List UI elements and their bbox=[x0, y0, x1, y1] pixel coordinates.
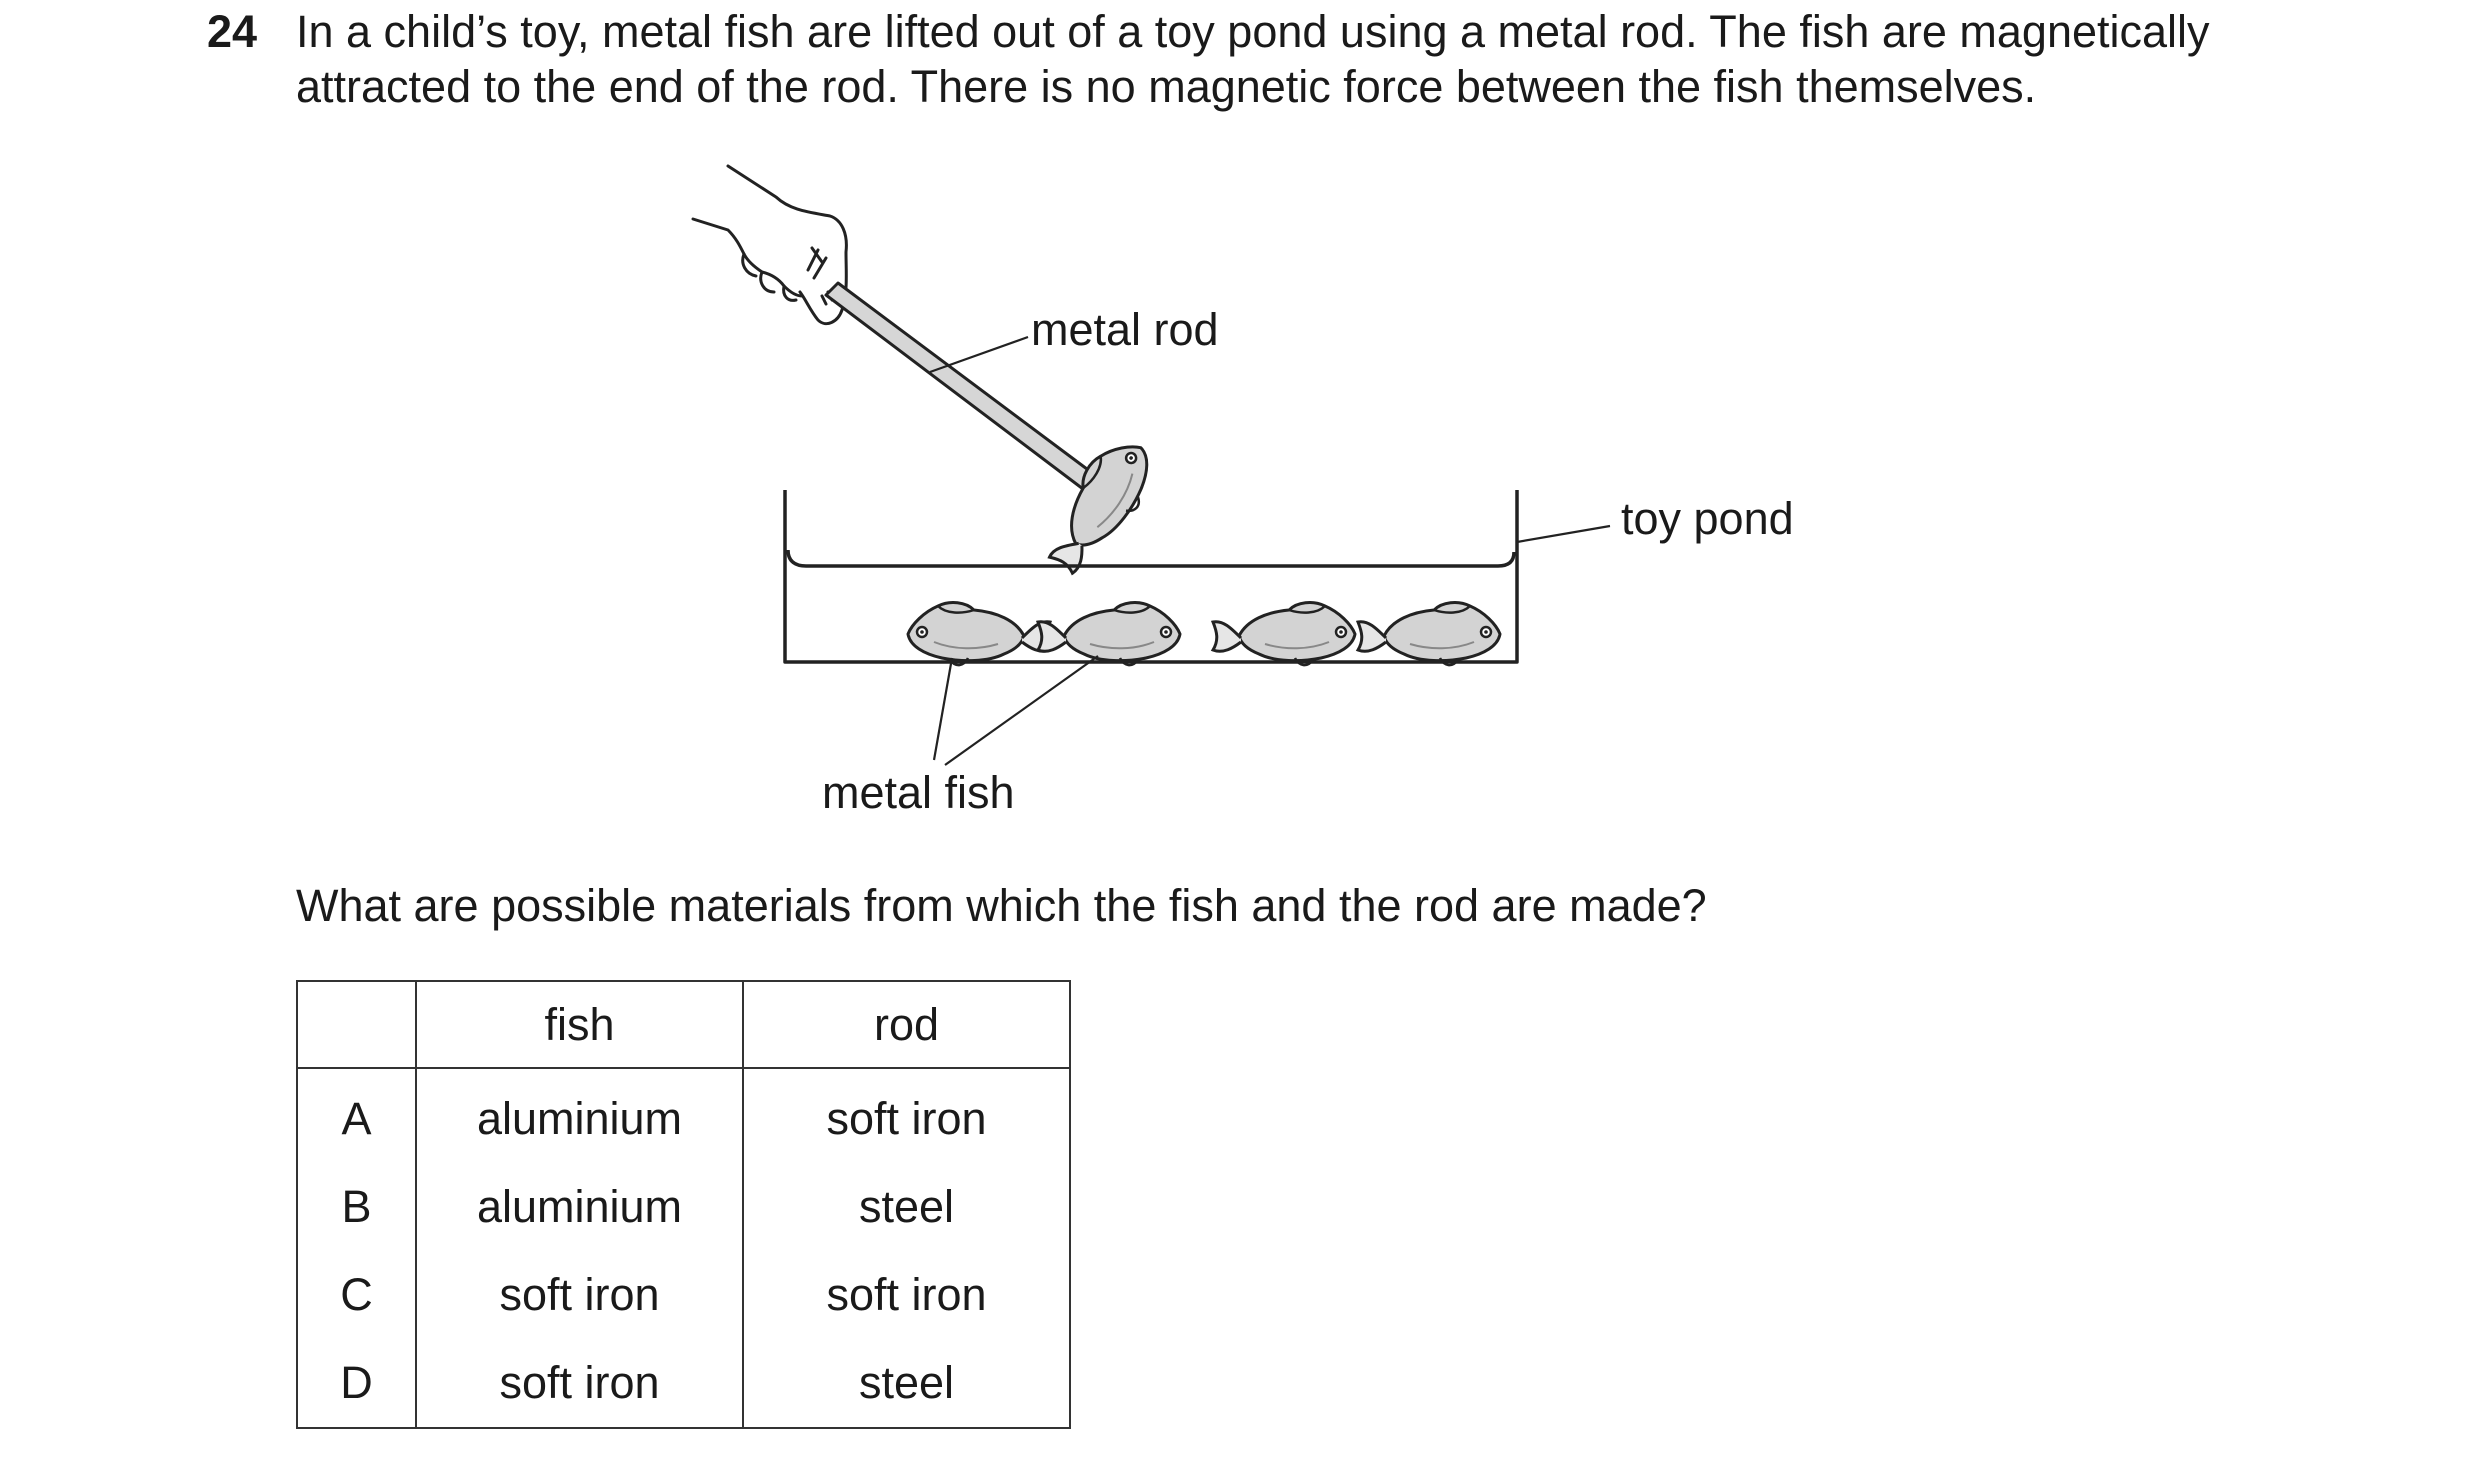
fish-material: soft iron bbox=[415, 1339, 744, 1429]
label-leader-lines bbox=[929, 335, 1611, 766]
fish-material: soft iron bbox=[415, 1251, 744, 1339]
question-stem-line-2: attracted to the end of the rod. There i… bbox=[296, 61, 2037, 112]
option-row-c[interactable]: C soft iron soft iron bbox=[296, 1251, 1071, 1339]
option-row-a[interactable]: A aluminium soft iron bbox=[296, 1068, 1071, 1163]
rod-material: soft iron bbox=[742, 1068, 1071, 1163]
fish-in-pond-4 bbox=[1356, 601, 1502, 667]
fish-in-pond-1 bbox=[906, 601, 1052, 667]
option-letter[interactable]: A bbox=[296, 1068, 417, 1163]
fish-in-pond-2 bbox=[1036, 601, 1182, 667]
toy-pond-drawing bbox=[783, 490, 1519, 664]
fish-in-pond-3 bbox=[1211, 601, 1357, 667]
option-row-b[interactable]: B aluminium steel bbox=[296, 1163, 1071, 1251]
header-blank bbox=[296, 980, 417, 1069]
hand-drawing bbox=[691, 164, 848, 326]
table-header-row: fish rod bbox=[296, 980, 1071, 1069]
rod-material: soft iron bbox=[742, 1251, 1071, 1339]
label-toy-pond: toy pond bbox=[1621, 493, 1794, 544]
header-rod: rod bbox=[742, 980, 1071, 1069]
option-row-d[interactable]: D soft iron steel bbox=[296, 1339, 1071, 1429]
answer-options-table: fish rod A aluminium soft iron B alumini… bbox=[296, 980, 1071, 1429]
header-fish: fish bbox=[415, 980, 744, 1069]
question-stem-line-1: In a child’s toy, metal fish are lifted … bbox=[296, 6, 2210, 57]
label-metal-fish: metal fish bbox=[822, 767, 1015, 818]
fish-material: aluminium bbox=[415, 1163, 744, 1251]
label-metal-rod: metal rod bbox=[1031, 304, 1219, 355]
rod-material: steel bbox=[742, 1339, 1071, 1429]
option-letter[interactable]: B bbox=[296, 1163, 417, 1251]
option-letter[interactable]: D bbox=[296, 1339, 417, 1429]
option-letter[interactable]: C bbox=[296, 1251, 417, 1339]
question-prompt: What are possible materials from which t… bbox=[296, 880, 1707, 931]
rod-material: steel bbox=[742, 1163, 1071, 1251]
question-number: 24 bbox=[207, 6, 258, 57]
fish-material: aluminium bbox=[415, 1068, 744, 1163]
question-stem: In a child’s toy, metal fish are lifted … bbox=[296, 4, 2210, 114]
toy-fishing-diagram bbox=[691, 164, 1611, 766]
